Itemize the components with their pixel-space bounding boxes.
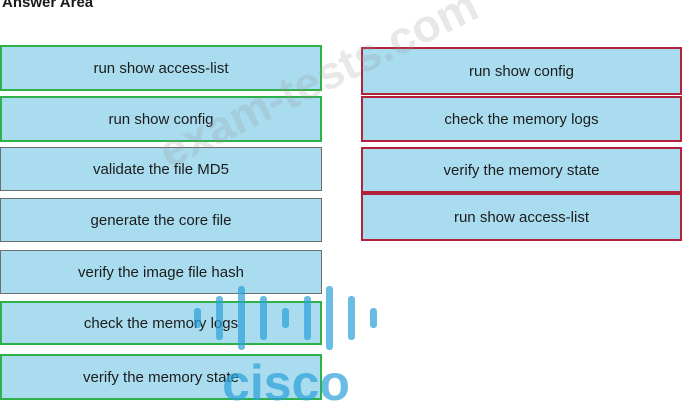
source-option-generate-core-file[interactable]: generate the core file	[0, 198, 322, 242]
source-option-run-show-access-list[interactable]: run show access-list	[0, 45, 322, 91]
source-option-validate-file-md5[interactable]: validate the file MD5	[0, 147, 322, 191]
answer-area-title: Answer Area	[2, 0, 94, 11]
source-option-verify-image-file-hash[interactable]: verify the image file hash	[0, 250, 322, 294]
answer-slot-3[interactable]: verify the memory state	[361, 147, 682, 193]
answer-slot-1[interactable]: run show config	[361, 47, 682, 95]
source-option-check-memory-logs[interactable]: check the memory logs	[0, 301, 322, 345]
source-option-verify-memory-state[interactable]: verify the memory state	[0, 354, 322, 400]
answer-slot-4[interactable]: run show access-list	[361, 193, 682, 241]
source-option-run-show-config[interactable]: run show config	[0, 96, 322, 142]
answer-slot-2[interactable]: check the memory logs	[361, 96, 682, 142]
